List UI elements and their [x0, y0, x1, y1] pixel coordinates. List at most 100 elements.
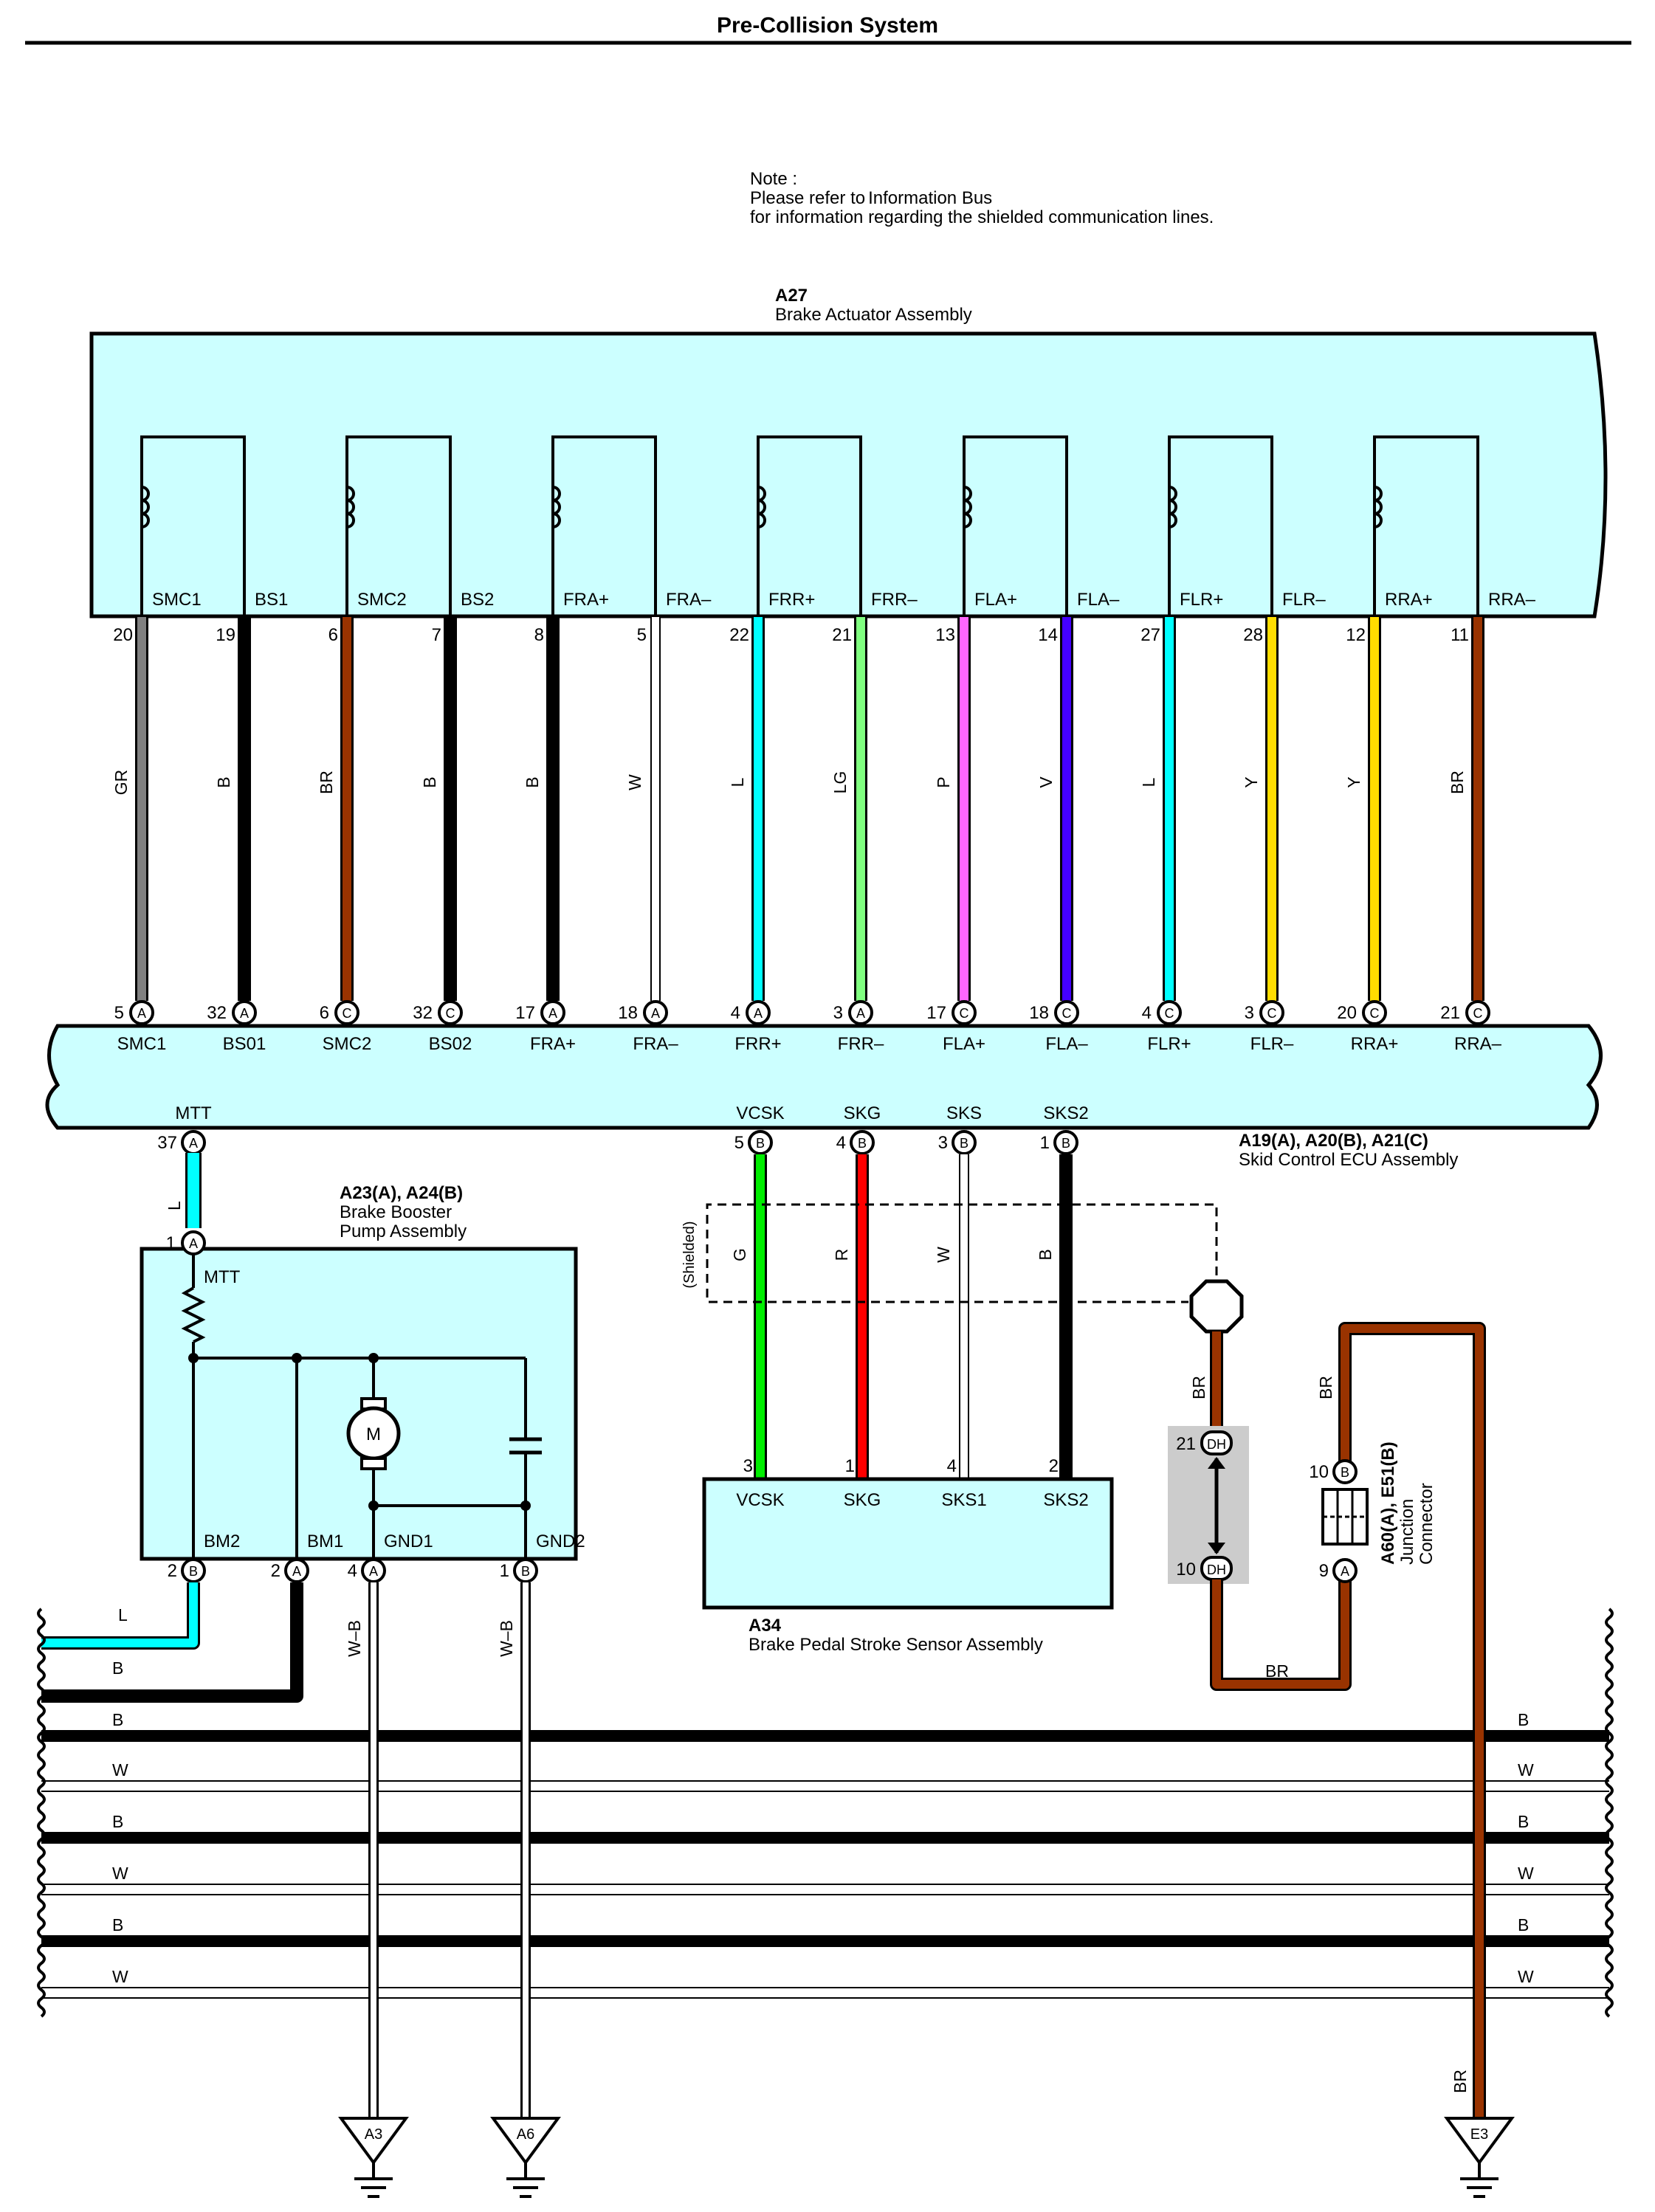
- actuator-pin-number: 8: [534, 625, 544, 645]
- harness-left-label: B: [112, 1812, 123, 1831]
- skid-control-ecu-box: [45, 1024, 1603, 1130]
- actuator-pin-number: 13: [935, 625, 955, 645]
- booster-pin-circle: B: [513, 1558, 538, 1583]
- solenoid-coil: [963, 435, 1068, 616]
- harness-left-label: W: [112, 1967, 128, 1986]
- solenoid-coil: [345, 435, 452, 616]
- harness-left-label: B: [112, 1915, 123, 1934]
- shield-ground-octagon-icon: [1189, 1279, 1244, 1334]
- ecu-terminal: FLA+: [943, 1034, 985, 1054]
- booster-pin-number: 1: [500, 1561, 509, 1581]
- ecu-terminal: FLR–: [1250, 1034, 1294, 1054]
- actuator-pin-number: 27: [1140, 625, 1160, 645]
- connector-letter: C: [1473, 1006, 1483, 1021]
- actuator-terminal: BS2: [461, 590, 494, 610]
- actuator-pin-number: 28: [1243, 625, 1263, 645]
- ground-icon: A6: [490, 2117, 561, 2198]
- ecu-bottom-pin-circle: A: [181, 1130, 206, 1155]
- actuator-terminal: FRA–: [666, 590, 712, 610]
- ecu-bottom-terminal: SKS2: [1043, 1103, 1088, 1123]
- booster-pin-circle: B: [181, 1558, 206, 1583]
- actuator-pin-number: 11: [1451, 625, 1469, 645]
- thermistor-icon: [181, 1286, 206, 1343]
- actuator-pin-number: 21: [832, 625, 852, 645]
- booster-pin-number: 2: [168, 1561, 177, 1581]
- coil-icon: [1374, 486, 1383, 528]
- ecu-pin-number: 18: [618, 1003, 638, 1023]
- actuator-name: Brake Actuator Assembly: [775, 305, 972, 325]
- junction-name-1: Junction: [1397, 1499, 1417, 1565]
- ecu-pin-number: 4: [731, 1003, 740, 1023]
- booster-terminal: BM2: [204, 1531, 240, 1551]
- ecu-bottom-pin-number: 1: [1040, 1133, 1050, 1153]
- ecu-bottom-pin-number: 4: [836, 1133, 846, 1153]
- dh-top-pin-number: 21: [1176, 1434, 1196, 1454]
- ecu-pin-circle: A: [232, 1000, 257, 1025]
- actuator-terminal: FRR–: [871, 590, 918, 610]
- connector-letter: B: [1341, 1465, 1349, 1480]
- ecu-bottom-terminal: MTT: [175, 1103, 212, 1123]
- connector-letter: C: [343, 1006, 352, 1021]
- actuator-code: A27: [775, 286, 808, 306]
- ecu-pin-number: 20: [1337, 1003, 1357, 1023]
- ecu-pin-number: 17: [515, 1003, 535, 1023]
- ecu-pin-circle: A: [129, 1000, 154, 1025]
- connector-letter: B: [521, 1564, 530, 1579]
- connector-letter: C: [1267, 1006, 1277, 1021]
- ecu-terminal: SMC2: [323, 1034, 372, 1054]
- ecu-pin-number: 17: [926, 1003, 946, 1023]
- ground-icon: E3: [1444, 2117, 1515, 2198]
- sensor-wire-color: R: [832, 1249, 851, 1261]
- note-heading: Note :: [750, 169, 797, 189]
- ecu-terminal: FRA–: [633, 1034, 678, 1054]
- diagram-title: Pre-Collision System: [717, 13, 938, 38]
- booster-name-1: Brake Booster: [340, 1202, 452, 1222]
- actuator-terminal: FLA+: [974, 590, 1017, 610]
- bm1-wire-b: [41, 1582, 303, 1703]
- ecu-terminal: FLR+: [1147, 1034, 1191, 1054]
- junction-top-pin-number: 10: [1309, 1462, 1329, 1482]
- ecu-terminal: RRA+: [1351, 1034, 1399, 1054]
- actuator-terminal: FLA–: [1077, 590, 1120, 610]
- connector-letter: A: [292, 1564, 301, 1579]
- ecu-pin-circle: A: [848, 1000, 873, 1025]
- booster-pin-circle: A: [284, 1558, 309, 1583]
- ecu-pin-number: 21: [1440, 1003, 1460, 1023]
- harness-edge-right: [1605, 1608, 1614, 2018]
- actuator-solenoids: [140, 435, 1479, 616]
- actuator-pin-number: 19: [216, 625, 235, 645]
- connector-letter: C: [1165, 1006, 1174, 1021]
- ecu-pin-number: 3: [833, 1003, 843, 1023]
- solenoid-coil: [1373, 435, 1479, 616]
- wire-color-label: L: [1139, 777, 1158, 787]
- actuator-terminal: FLR+: [1180, 590, 1223, 610]
- sensor-terminal: SKS1: [941, 1490, 986, 1510]
- br-main-label: BR: [1316, 1376, 1335, 1399]
- ecu-terminal: SMC1: [117, 1034, 167, 1054]
- information-bus-link[interactable]: Information Bus: [868, 188, 992, 208]
- booster-terminal: BM1: [307, 1531, 343, 1551]
- booster-terminal: GND2: [536, 1531, 585, 1551]
- ecu-terminal: FLA–: [1045, 1034, 1088, 1054]
- connector-letter: C: [446, 1006, 455, 1021]
- brake-actuator-box: [89, 331, 1608, 619]
- actuator-pin-number: 20: [113, 625, 133, 645]
- connector-letter: A: [137, 1006, 146, 1021]
- ecu-pin-circle: A: [746, 1000, 771, 1025]
- ground-wire-label: W–B: [345, 1620, 364, 1657]
- wire-color-label: W: [625, 774, 644, 790]
- stroke-sensor-name: Brake Pedal Stroke Sensor Assembly: [749, 1635, 1043, 1655]
- ecu-pin-circle: C: [438, 1000, 463, 1025]
- coil-icon: [963, 486, 972, 528]
- junction-bottom-pin-number: 9: [1319, 1561, 1329, 1581]
- note-detail: for information regarding the shielded c…: [750, 207, 1214, 227]
- coil-icon: [141, 486, 150, 528]
- connector-letter: B: [189, 1564, 198, 1579]
- ecu-pin-circle: C: [1054, 1000, 1079, 1025]
- wire-color-label: LG: [830, 771, 850, 794]
